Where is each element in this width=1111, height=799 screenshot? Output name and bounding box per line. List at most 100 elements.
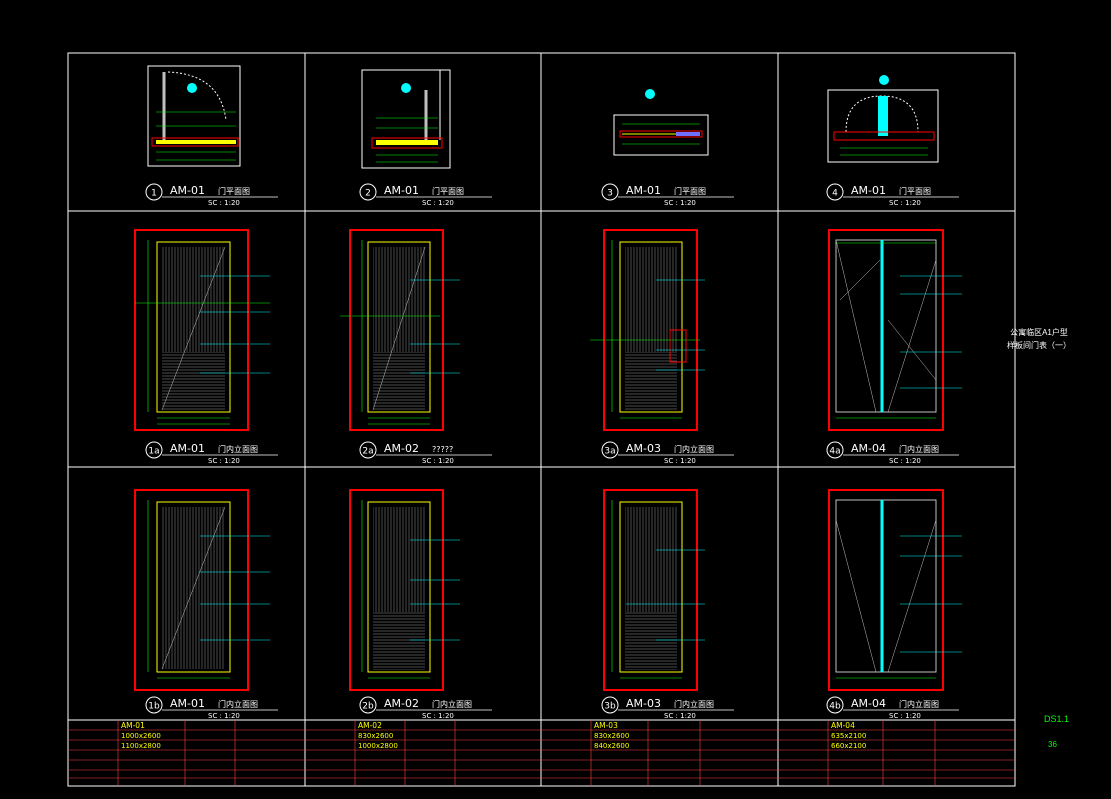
view-scale: SC : 1:20	[664, 457, 696, 465]
view-scale: SC : 1:20	[208, 199, 240, 207]
door-code: AM-01	[170, 442, 205, 455]
back-elevation-3	[603, 489, 705, 691]
front-label-3: 3a AM-03 门内立面图 SC : 1:20	[601, 441, 734, 465]
back-elevation-4	[828, 489, 962, 691]
view-number-bubble	[145, 696, 163, 714]
view-name: 门内立面图	[674, 444, 714, 454]
sheet-title-line2: 样板间门表（一）	[1007, 341, 1071, 350]
schedule-size-2: 840x2600	[594, 742, 629, 750]
door-code: AM-04	[851, 697, 886, 710]
view-number-bubble	[601, 696, 619, 714]
plan-view-1	[147, 65, 241, 167]
schedule-column-2: AM-02 830x2600 1000x2800	[358, 721, 398, 750]
schedule-size-2: 1100x2800	[121, 742, 161, 750]
sheet-page: 36	[1048, 740, 1057, 749]
view-number-bubble	[826, 183, 844, 201]
door-code: AM-02	[384, 442, 419, 455]
view-number-bubble	[826, 441, 844, 459]
view-number: 2a	[362, 447, 373, 457]
view-name: ?????	[432, 445, 453, 454]
view-scale: SC : 1:20	[889, 199, 921, 207]
view-name: 门平面图	[218, 186, 250, 196]
view-name: 门内立面图	[674, 699, 714, 709]
plan-view-4	[827, 75, 939, 163]
view-name: 门内立面图	[899, 699, 939, 709]
view-scale: SC : 1:20	[422, 199, 454, 207]
view-scale: SC : 1:20	[889, 457, 921, 465]
view-number: 3	[607, 189, 613, 199]
schedule-column-1: AM-01 1000x2600 1100x2800	[121, 721, 161, 750]
door-code: AM-04	[851, 442, 886, 455]
view-number-bubble	[359, 696, 377, 714]
view-number: 4a	[829, 447, 840, 457]
view-number-bubble	[601, 183, 619, 201]
door-schedule-text: AM-01 1000x2600 1100x2800 AM-02 830x2600 1000…	[121, 721, 866, 750]
back-elevation-1	[134, 489, 270, 691]
view-number: 3a	[604, 447, 615, 457]
view-number-bubble	[826, 696, 844, 714]
view-scale: SC : 1:20	[422, 457, 454, 465]
view-scale: SC : 1:20	[208, 457, 240, 465]
front-elevation-1	[134, 229, 270, 431]
view-name: 门内立面图	[218, 699, 258, 709]
schedule-size-1: 1000x2600	[121, 732, 161, 740]
back-label-2: 2b AM-02 门内立面图 SC : 1:20	[359, 696, 492, 720]
view-scale: SC : 1:20	[889, 712, 921, 720]
view-number: 4b	[829, 702, 841, 712]
door-code: AM-01	[170, 697, 205, 710]
view-name: 门内立面图	[432, 699, 472, 709]
schedule-size-1: 830x2600	[358, 732, 393, 740]
door-code: AM-03	[626, 442, 661, 455]
view-name: 门内立面图	[899, 444, 939, 454]
door-code: AM-02	[384, 697, 419, 710]
view-number-bubble	[601, 441, 619, 459]
schedule-door-code: AM-01	[121, 721, 145, 730]
view-name: 门平面图	[674, 186, 706, 196]
back-elevation-2	[349, 489, 460, 691]
view-number-bubble	[359, 183, 377, 201]
door-code: AM-01	[170, 184, 205, 197]
front-label-4: 4a AM-04 门内立面图 SC : 1:20	[826, 441, 959, 465]
schedule-size-2: 660x2100	[831, 742, 866, 750]
sheet-number: DS1.1	[1044, 714, 1070, 724]
door-schedule-grid	[68, 720, 1015, 786]
sheet-title-line1: 公寓临区A1户型	[1010, 328, 1068, 337]
view-scale: SC : 1:20	[422, 712, 454, 720]
front-elevation-3	[590, 229, 705, 431]
front-label-2: 2a AM-02????? SC : 1:20	[359, 441, 492, 465]
schedule-size-1: 635x2100	[831, 732, 866, 740]
view-scale: SC : 1:20	[664, 712, 696, 720]
plan-view-2	[361, 69, 451, 169]
back-label-4: 4b AM-04 门内立面图 SC : 1:20	[826, 696, 959, 720]
plan-label-3: 3 AM-01 门平面图 SC : 1:20	[601, 183, 734, 207]
front-elevation-2	[340, 229, 460, 431]
view-number: 1b	[148, 702, 160, 712]
door-code: AM-03	[626, 697, 661, 710]
view-name: 门平面图	[899, 186, 931, 196]
schedule-door-code: AM-02	[358, 721, 382, 730]
door-code: AM-01	[626, 184, 661, 197]
plan-view-3	[613, 89, 709, 156]
view-scale: SC : 1:20	[664, 199, 696, 207]
front-elevation-4	[828, 229, 962, 431]
view-number: 4	[832, 189, 838, 199]
schedule-size-2: 1000x2800	[358, 742, 398, 750]
view-scale: SC : 1:20	[208, 712, 240, 720]
view-number-bubble	[359, 441, 377, 459]
schedule-door-code: AM-03	[594, 721, 618, 730]
view-number-bubble	[145, 441, 163, 459]
sheet-title: 公寓临区A1户型 样板间门表（一）	[1007, 326, 1071, 352]
view-number: 2	[365, 189, 371, 199]
door-code: AM-01	[384, 184, 419, 197]
schedule-size-1: 830x2600	[594, 732, 629, 740]
door-code: AM-01	[851, 184, 886, 197]
view-number: 2b	[362, 702, 374, 712]
